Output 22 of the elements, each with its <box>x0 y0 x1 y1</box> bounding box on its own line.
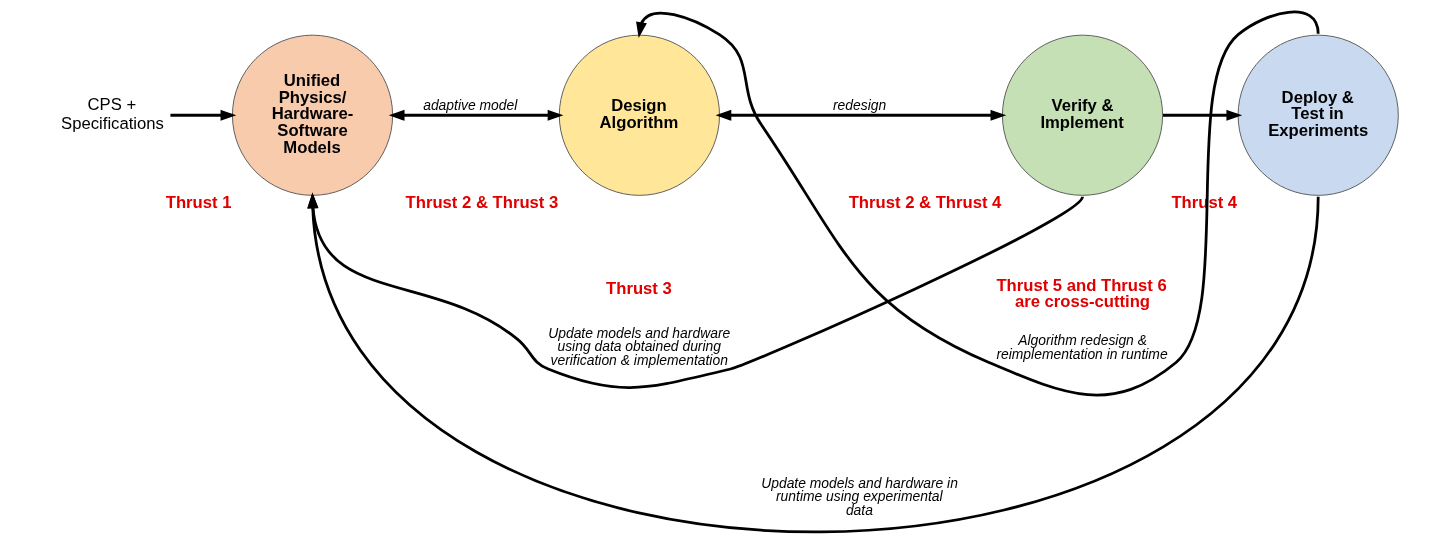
arrow <box>170 109 237 121</box>
label: Thrust 5 and Thrust 6 are cross-cutting <box>996 275 1167 312</box>
arrow <box>1162 109 1243 121</box>
node-label: Thrust 2 & Thrust 4 <box>848 192 1002 212</box>
edge-label: adaptive model <box>423 96 518 113</box>
arrow <box>715 109 1007 121</box>
node-circle: Design Algorithm <box>558 34 720 196</box>
arrow <box>307 192 1320 533</box>
node-circle: Unified Physics/ Hardware- Software Models <box>231 34 394 196</box>
node-text: CPS + Specifications <box>61 95 164 133</box>
label: Thrust 3 <box>606 279 672 299</box>
edge-label: Update models and hardware in runtime using experimental data <box>761 474 958 519</box>
arrow <box>307 192 1084 389</box>
node-label: Thrust 2 & Thrust 3 <box>405 192 559 212</box>
edge-label: redesign <box>832 96 887 113</box>
edge-label: Algorithm redesign & reimplementation in runtime <box>996 331 1168 362</box>
arrow <box>388 109 564 121</box>
node-circle: Deploy & Test in Experiments <box>1237 34 1399 196</box>
arrow <box>636 10 1320 397</box>
node-label: Thrust 1 <box>165 192 232 212</box>
node-circle: Verify & Implement <box>1001 34 1164 196</box>
edge-label: Update models and hardware using data obtained during verification & implementation <box>548 324 731 369</box>
